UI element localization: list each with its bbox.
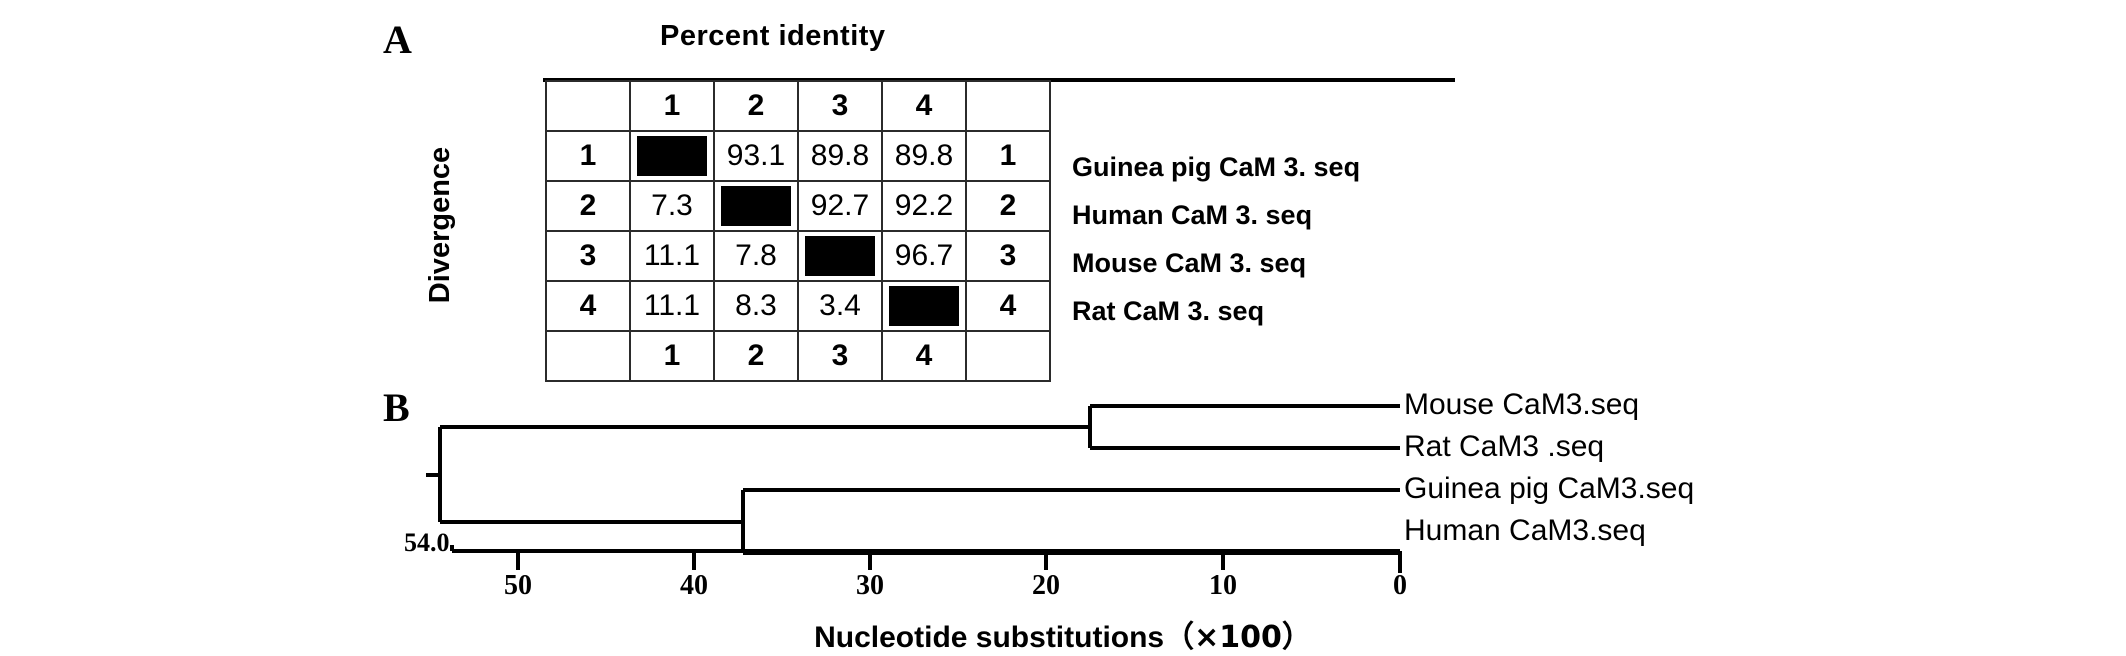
corner-cell-top-right <box>965 80 1051 132</box>
panel-a-title: Percent identity <box>660 20 886 52</box>
axis-tick-label-40: 40 <box>680 570 708 601</box>
root-scale-value: 54.0 <box>404 528 450 557</box>
panel-b-letter: B <box>383 385 410 430</box>
diagonal-black-box <box>637 136 707 176</box>
axis-title: Nucleotide substitutions（×100） <box>0 612 2126 656</box>
cell-4-2: 8.3 <box>713 280 799 332</box>
right-header-1: 1 <box>965 130 1051 182</box>
corner-cell-top-left <box>545 80 631 132</box>
cell-3-3-diagonal <box>797 230 883 282</box>
tip-label-human: Human CaM3.seq <box>1404 514 1646 547</box>
tip-label-guinea-pig: Guinea pig CaM3.seq <box>1404 472 1695 505</box>
right-header-4: 4 <box>965 280 1051 332</box>
right-header-3: 3 <box>965 230 1051 282</box>
col-header-2: 2 <box>713 80 799 132</box>
bottom-header-2: 2 <box>713 330 799 382</box>
diagonal-black-box <box>805 236 875 276</box>
sequence-label-4: Rat CaM 3. seq <box>1072 296 1265 326</box>
table-header-row-bottom: 1 2 3 4 <box>545 330 1051 382</box>
bottom-header-1: 1 <box>629 330 715 382</box>
cell-1-4: 89.8 <box>881 130 967 182</box>
table-row: 2 7.3 92.7 92.2 2 <box>545 180 1051 232</box>
bottom-header-4: 4 <box>881 330 967 382</box>
axis-tick-label-0: 0 <box>1393 570 1407 601</box>
cell-2-1: 7.3 <box>629 180 715 232</box>
table-row: 3 11.1 7.8 96.7 3 <box>545 230 1051 282</box>
axis-tick-label-10: 10 <box>1209 570 1237 601</box>
axis-title-text: Nucleotide substitutions <box>814 621 1165 654</box>
panel-a-letter: A <box>383 17 412 62</box>
cell-3-2: 7.8 <box>713 230 799 282</box>
axis-tick-label-50: 50 <box>504 570 532 601</box>
bottom-header-3: 3 <box>797 330 883 382</box>
identity-divergence-matrix: 1 2 3 4 1 93.1 89.8 89.8 1 2 7.3 92.7 92… <box>545 80 1051 382</box>
table-row: 4 11.1 8.3 3.4 4 <box>545 280 1051 332</box>
row-header-3: 3 <box>545 230 631 282</box>
row-header-1: 1 <box>545 130 631 182</box>
right-header-2: 2 <box>965 180 1051 232</box>
col-header-3: 3 <box>797 80 883 132</box>
cell-1-2: 93.1 <box>713 130 799 182</box>
sequence-label-3: Mouse CaM 3. seq <box>1072 248 1307 278</box>
axis-tick-label-20: 20 <box>1032 570 1060 601</box>
axis-tick-label-30: 30 <box>856 570 884 601</box>
cell-3-4: 96.7 <box>881 230 967 282</box>
axis-title-multiplier: （×100） <box>1164 620 1312 655</box>
tree-axis <box>450 545 1402 573</box>
tip-label-rat: Rat CaM3 .seq <box>1404 430 1605 463</box>
diagonal-black-box <box>889 286 959 326</box>
corner-cell-bottom-right <box>965 330 1051 382</box>
diagonal-black-box <box>721 186 791 226</box>
cell-1-1-diagonal <box>629 130 715 182</box>
table-row: 1 93.1 89.8 89.8 1 <box>545 130 1051 182</box>
row-header-2: 2 <box>545 180 631 232</box>
cell-1-3: 89.8 <box>797 130 883 182</box>
cell-2-2-diagonal <box>713 180 799 232</box>
cell-3-1: 11.1 <box>629 230 715 282</box>
sequence-label-2: Human CaM 3. seq <box>1072 200 1313 230</box>
header-rule <box>543 78 1455 82</box>
col-header-4: 4 <box>881 80 967 132</box>
row-header-4: 4 <box>545 280 631 332</box>
cell-2-3: 92.7 <box>797 180 883 232</box>
tip-label-mouse: Mouse CaM3.seq <box>1404 388 1640 421</box>
cell-4-3: 3.4 <box>797 280 883 332</box>
table-header-row-top: 1 2 3 4 <box>545 80 1051 132</box>
cell-2-4: 92.2 <box>881 180 967 232</box>
cell-4-4-diagonal <box>881 280 967 332</box>
sequence-label-1: Guinea pig CaM 3. seq <box>1072 152 1361 182</box>
corner-cell-bottom-left <box>545 330 631 382</box>
cell-4-1: 11.1 <box>629 280 715 332</box>
col-header-1: 1 <box>629 80 715 132</box>
